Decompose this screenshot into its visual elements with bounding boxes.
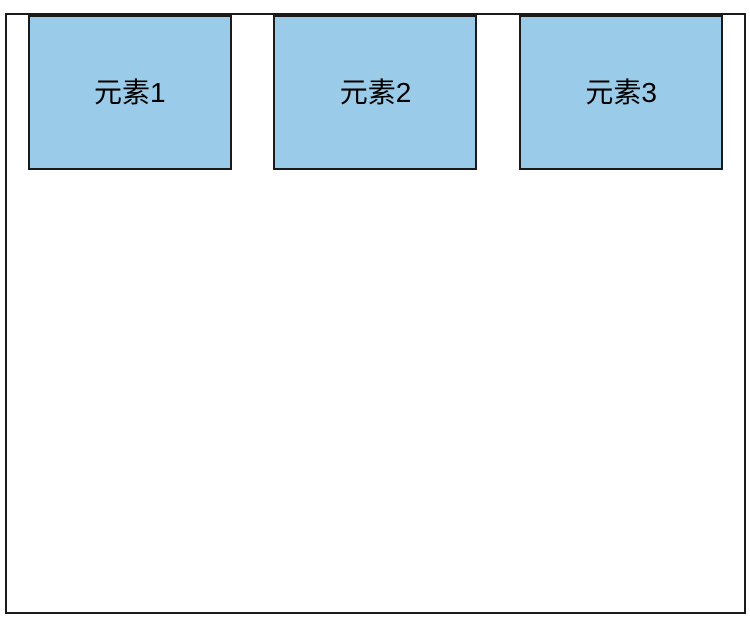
flex-item-1-label: 元素1 xyxy=(94,76,166,108)
flex-item-1: 元素1 xyxy=(27,15,232,170)
flex-item-3: 元素3 xyxy=(519,15,724,170)
flex-item-2-label: 元素2 xyxy=(339,76,412,108)
flex-item-2: 元素2 xyxy=(273,15,478,170)
flex-container: 元素1 元素2 元素3 xyxy=(5,13,746,614)
flex-item-3-label: 元素3 xyxy=(585,76,657,108)
